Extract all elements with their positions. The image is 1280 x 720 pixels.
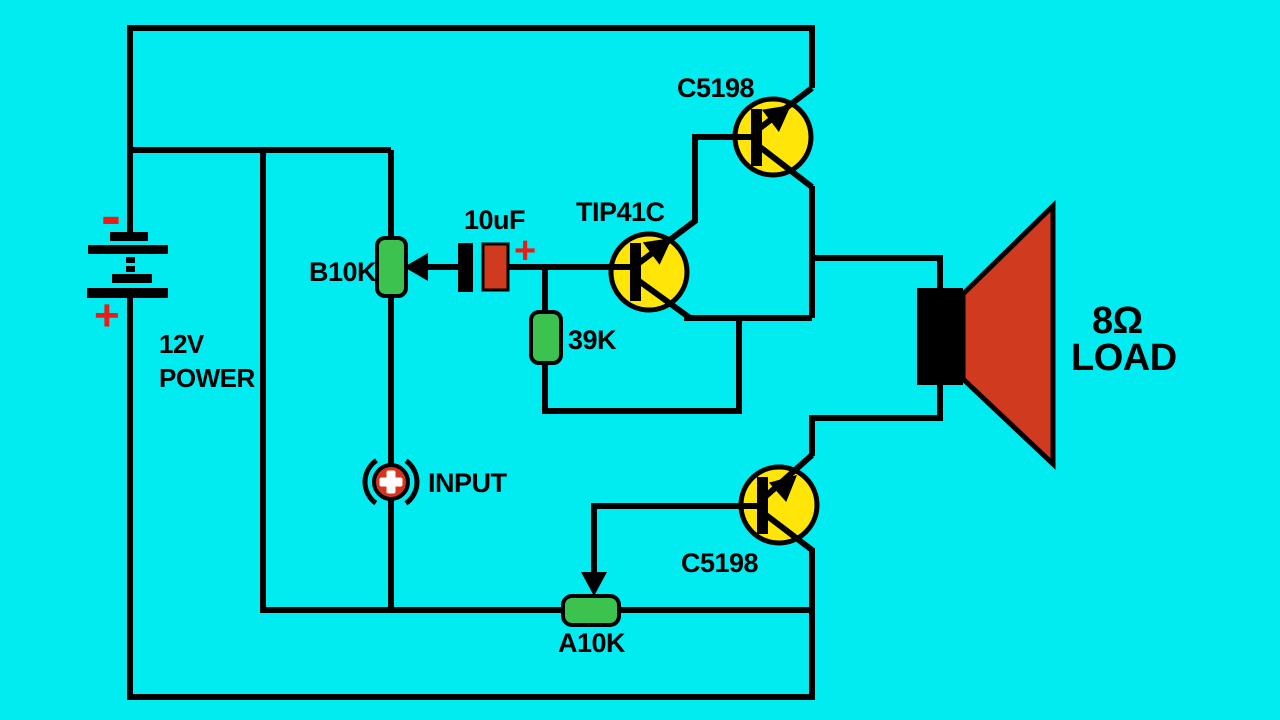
label-lower-output-transistor: C5198	[681, 548, 759, 578]
c5198-lower-arrow	[769, 475, 797, 502]
label-coupling-cap: 10uF	[464, 205, 525, 235]
volume-pot-body	[375, 236, 408, 298]
label-load: LOAD	[1071, 337, 1177, 379]
capacitor-negative-plate	[458, 243, 473, 292]
input-jack-ring	[362, 453, 420, 511]
c5198-upper-base-bar	[751, 109, 762, 166]
wire-resistor-feedback	[542, 318, 742, 414]
battery-plate-long-top	[88, 245, 168, 254]
battery-plate-short-top	[110, 232, 148, 241]
battery-plate-short-bottom	[112, 274, 152, 283]
battery-dot-2	[126, 266, 135, 272]
label-battery-voltage: 12V	[159, 329, 205, 359]
bias-resistor-body	[529, 310, 563, 365]
input-jack-plus-vertical	[386, 470, 396, 494]
wire-speaker-top-lead	[812, 255, 943, 293]
tip41c-arrow	[642, 238, 672, 265]
label-battery-power: POWER	[159, 363, 255, 393]
label-upper-output-transistor: C5198	[677, 73, 755, 103]
wire-speaker-bottom-lead	[809, 383, 943, 456]
label-bias-resistor: 39K	[568, 325, 617, 355]
wire-positive-top-rail	[130, 25, 815, 88]
bias-pot-wiper-arrow	[581, 572, 607, 596]
tip41c-base-bar	[630, 243, 641, 301]
label-input: INPUT	[428, 468, 508, 498]
capacitor-body	[481, 242, 510, 292]
speaker-cone	[960, 200, 1056, 470]
label-load-impedance: 8Ω	[1092, 300, 1143, 342]
label-driver-transistor: TIP41C	[576, 197, 665, 227]
battery-plate-long-bottom	[87, 288, 168, 298]
label-volume-pot: B10K	[309, 257, 377, 287]
battery-plus-sign: +	[94, 291, 120, 340]
bias-pot-body	[561, 594, 621, 627]
wire-lower-base-to-bias-pot	[591, 503, 763, 578]
c5198-upper-emitter-diagonal	[758, 144, 814, 190]
label-bias-pot: A10K	[558, 628, 626, 658]
volume-pot-wiper-arrow	[404, 253, 428, 281]
battery-minus-sign: -	[101, 182, 121, 249]
c5198-lower-collector-diagonal	[764, 452, 814, 499]
wire-ground-rail	[127, 292, 815, 700]
tip41c-emitter-diagonal	[637, 278, 692, 321]
battery-dot-1	[126, 257, 135, 263]
c5198-upper-arrow	[761, 105, 791, 132]
c5198-lower-emitter-diagonal	[764, 512, 814, 553]
speaker-magnet	[917, 288, 963, 385]
capacitor-plus-sign: +	[514, 230, 536, 272]
